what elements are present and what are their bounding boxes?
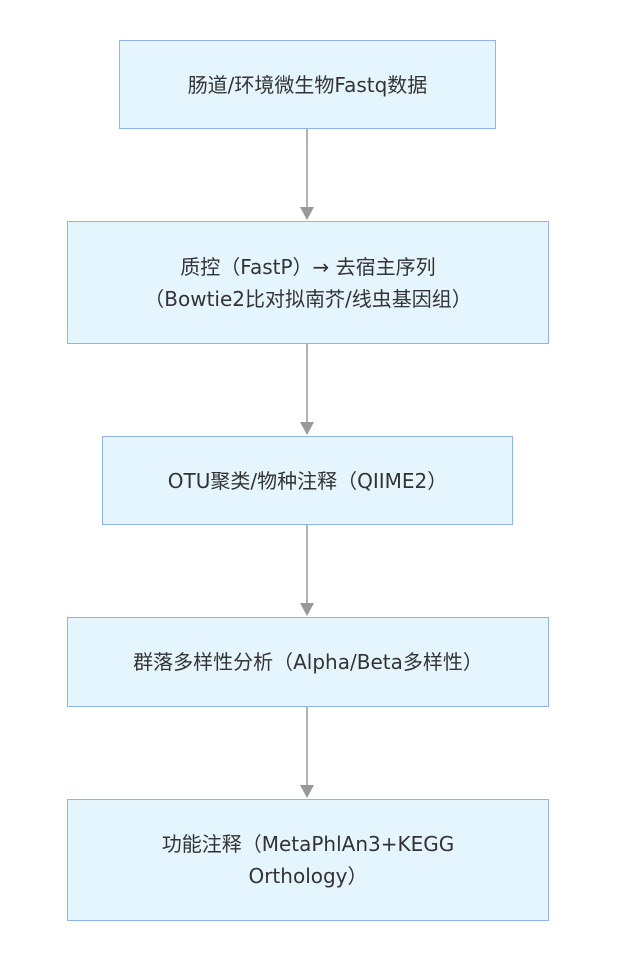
node-quality-control: 质控（FastP）→ 去宿主序列 （Bowtie2比对拟南芥/线虫基因组） xyxy=(67,221,549,344)
arrowhead-icon xyxy=(300,422,314,435)
edge-step4-step5 xyxy=(300,707,314,798)
node-diversity-analysis: 群落多样性分析（Alpha/Beta多样性） xyxy=(67,617,549,707)
node-label: （Bowtie2比对拟南芥/线虫基因组） xyxy=(144,286,472,311)
node-functional-annotation: 功能注释（MetaPhlAn3+KEGG Orthology） xyxy=(67,799,549,921)
node-fastq-data: 肠道/环境微生物Fastq数据 xyxy=(119,40,496,129)
node-label: Orthology） xyxy=(248,864,368,888)
node-otu-clustering: OTU聚类/物种注释（QIIME2） xyxy=(102,436,513,525)
arrowhead-icon xyxy=(300,785,314,798)
node-label: 功能注释（MetaPhlAn3+KEGG xyxy=(161,832,455,856)
edge-step3-step4 xyxy=(300,525,314,616)
edge-step1-step2 xyxy=(300,129,314,220)
node-label: 质控（FastP）→ 去宿主序列 xyxy=(180,254,436,279)
node-label: 肠道/环境微生物Fastq数据 xyxy=(187,72,428,97)
node-label: OTU聚类/物种注释（QIIME2） xyxy=(167,468,448,493)
edge-step2-step3 xyxy=(300,344,314,435)
arrowhead-icon xyxy=(300,603,314,616)
node-label: 群落多样性分析（Alpha/Beta多样性） xyxy=(133,650,483,674)
arrowhead-icon xyxy=(300,207,314,220)
